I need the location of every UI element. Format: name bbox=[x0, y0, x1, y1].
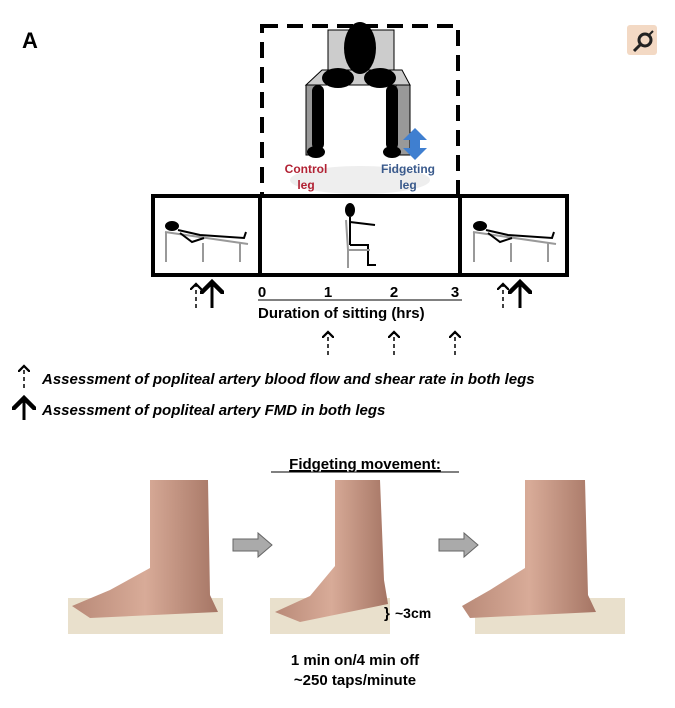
legend: Assessment of popliteal artery blood flo… bbox=[24, 366, 535, 420]
control-leg-label: Control bbox=[285, 162, 328, 176]
fidgeting-leg-label-2: leg bbox=[399, 178, 416, 192]
right-arrow-icon bbox=[232, 531, 273, 559]
protocol-boxes bbox=[151, 194, 569, 277]
tick-label: 3 bbox=[451, 284, 459, 301]
legend-solid-text: Assessment of popliteal artery FMD in bo… bbox=[41, 402, 385, 419]
assessment-arrows bbox=[196, 282, 520, 355]
legend-dashed-text: Assessment of popliteal artery blood flo… bbox=[41, 371, 535, 388]
tick-label: 1 bbox=[324, 284, 332, 301]
fidgeting-title: Fidgeting movement: bbox=[289, 456, 441, 473]
foot-photo-3 bbox=[462, 480, 625, 634]
control-leg-label-2: leg bbox=[297, 178, 314, 192]
foot-photo-2 bbox=[270, 480, 390, 634]
search-lens-icon[interactable] bbox=[627, 25, 657, 55]
timeline-label: Duration of sitting (hrs) bbox=[258, 305, 425, 322]
seated-figure bbox=[345, 203, 376, 268]
timeline: 0 1 2 3 Duration of sitting (hrs) bbox=[258, 284, 462, 322]
tick-label: 2 bbox=[390, 284, 398, 301]
fidgeting-section: Fidgeting movement: } ~3cm 1 min on/4 mi… bbox=[68, 456, 625, 689]
supine-figure-post bbox=[472, 221, 557, 262]
fidget-rate: ~250 taps/minute bbox=[294, 672, 416, 689]
height-label-text: ~3cm bbox=[395, 605, 431, 621]
tick-label: 0 bbox=[258, 284, 266, 301]
fidget-schedule: 1 min on/4 min off bbox=[291, 652, 420, 669]
right-arrow-icon bbox=[438, 531, 479, 559]
supine-figure-pre bbox=[164, 221, 249, 262]
seated-front-view-inset: Control leg Fidgeting leg bbox=[260, 22, 460, 198]
foot-photo-1 bbox=[68, 480, 223, 634]
height-label: } bbox=[384, 605, 390, 622]
up-down-arrow-icon bbox=[403, 128, 427, 160]
fidgeting-leg-label: Fidgeting bbox=[381, 162, 435, 176]
panel-label: A bbox=[22, 28, 38, 53]
